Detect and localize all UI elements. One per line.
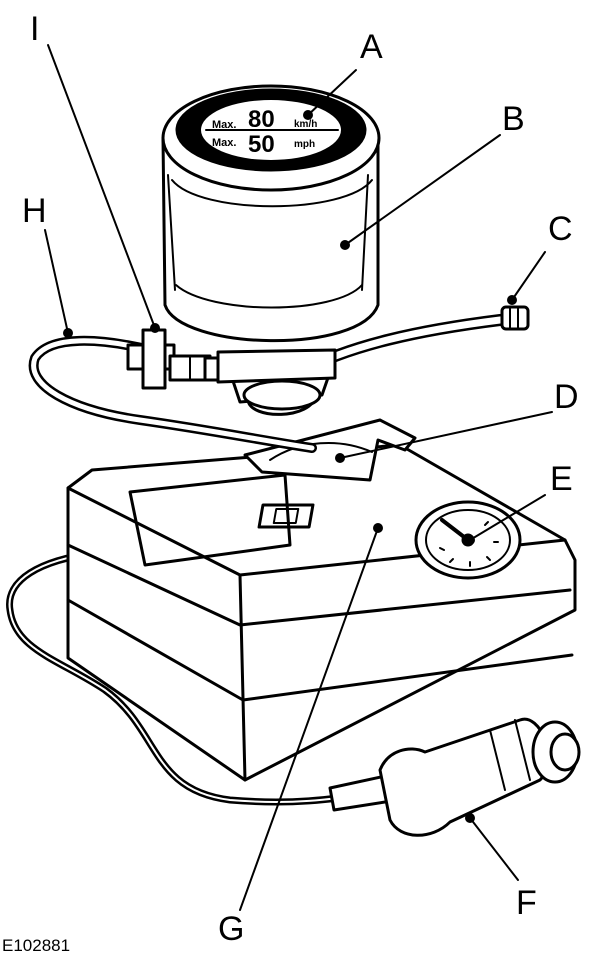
power-switch [257,503,315,529]
callout-i: I [30,10,40,48]
leader-e [469,494,546,541]
sealant-canister [161,84,381,343]
canister-holder [243,418,417,482]
speed-unit-kmh: km/h [294,119,317,130]
speed-unit-mph: mph [294,139,315,150]
leader-h [44,229,69,334]
leader-c [511,251,546,301]
leader-b [344,134,501,246]
leader-f [469,817,519,881]
hose-end-connector [500,305,530,331]
callout-c: C [548,210,573,248]
leader-i [47,44,156,329]
t-valve [126,328,237,390]
canister-neck [216,348,337,416]
power-plug [328,717,581,837]
callout-f: F [516,884,537,922]
speed-max-prefix-1: Max. [212,119,236,131]
speed-value-kmh: 80 [248,106,275,133]
speed-label-text: Max. 80 km/h Max. 50 mph [212,106,317,158]
leader-d [339,411,553,459]
leader-lines [44,44,553,911]
callout-a: A [360,28,383,66]
speed-max-prefix-2: Max. [212,137,236,149]
callout-dots [63,110,517,823]
speed-value-mph: 50 [248,131,275,158]
callout-d: D [554,378,579,416]
leader-g [239,527,379,911]
leader-a [307,69,357,116]
callout-h: H [22,192,47,230]
callout-b: B [502,100,525,138]
figure-id: E102881 [2,936,71,955]
callout-e: E [550,460,573,498]
callout-g: G [218,910,245,948]
top-panel [128,473,292,567]
